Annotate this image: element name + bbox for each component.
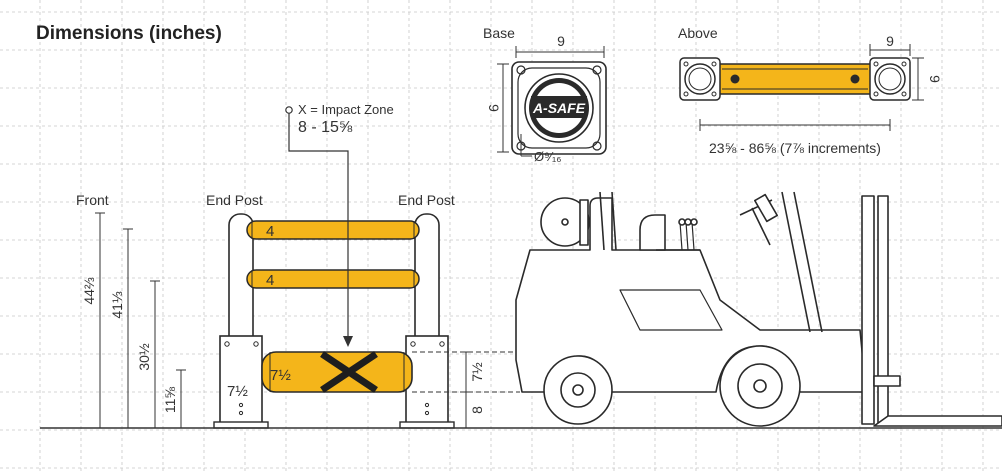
above-span-label: 23⅝ - 86⅝ (7⅞ increments) (709, 140, 881, 156)
impact-zone-range: 8 - 15⅝ (298, 119, 353, 136)
height-label-1: 44⅔ (81, 277, 97, 305)
a-safe-logo: A-SAFE (532, 100, 586, 116)
diagram-title: Dimensions (inches) (36, 23, 222, 44)
upper-rail-2: 4 (246, 269, 420, 289)
upper-rail-2-label: 4 (266, 272, 274, 289)
base-hole-label: Ø⁹⁄₁₆ (534, 149, 561, 164)
above-view: Above 9 9 23⅝ - 86⅝ (7⅞ increments) (678, 25, 943, 156)
height-label-2: 41⅓ (109, 291, 125, 319)
base-height-left-label: 7½ (227, 383, 248, 400)
lower-rail: 7½ (261, 351, 413, 393)
base-view: Base 9 9 A-SAFE Ø⁹⁄₁₆ (483, 25, 607, 164)
lower-rail-label: 7½ (270, 367, 291, 384)
impact-zone-label: X = Impact Zone (298, 102, 394, 117)
base-width-label: 9 (557, 33, 565, 49)
forklift-illustration (515, 191, 1002, 427)
side-rail-label: 7½ (469, 362, 485, 382)
side-floor-label: 8 (469, 406, 485, 414)
height-label-4: 11⅝ (162, 387, 178, 414)
end-post-right-label: End Post (398, 192, 455, 208)
base-label: Base (483, 25, 515, 41)
left-end-post: 7½ (213, 213, 269, 429)
above-label: Above (678, 25, 718, 41)
above-post-height-label: 9 (927, 75, 943, 83)
front-label: Front (76, 192, 109, 208)
upper-rail-1: 4 (246, 220, 420, 240)
upper-rail-1-label: 4 (266, 223, 274, 240)
above-post-width-label: 9 (886, 33, 894, 49)
end-post-left-label: End Post (206, 192, 263, 208)
base-height-label: 9 (486, 104, 502, 112)
right-end-post (399, 213, 455, 429)
front-view: Front End Post End Post 44⅔ 41⅓ 30½ 11⅝ … (76, 102, 580, 429)
height-label-3: 30½ (136, 343, 152, 371)
impact-zone-x-mark (320, 351, 378, 393)
